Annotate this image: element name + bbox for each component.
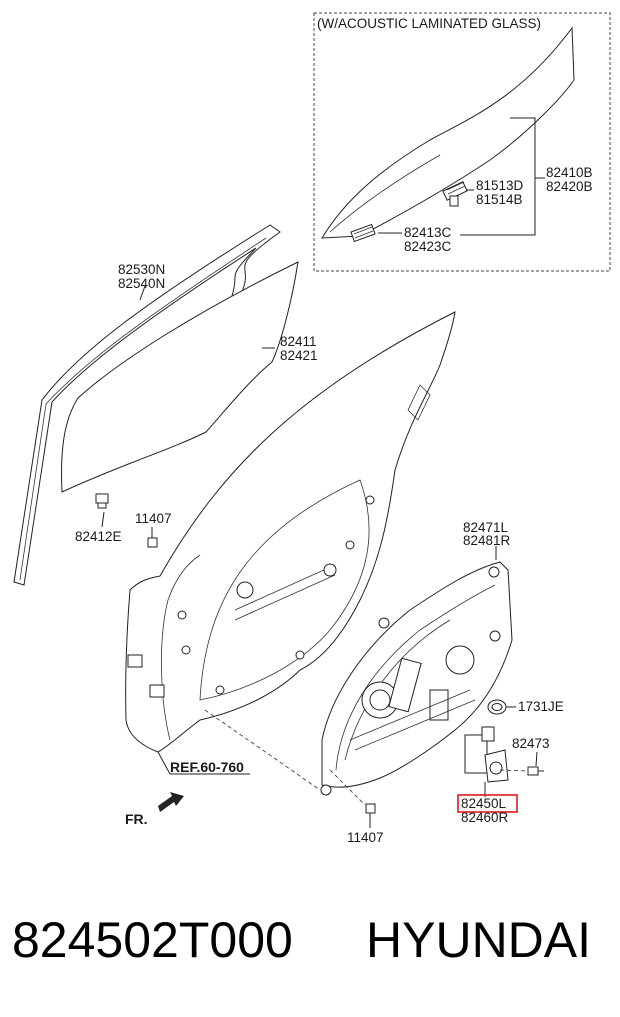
label-82411: 82411 bbox=[280, 334, 317, 349]
label-82421: 82421 bbox=[280, 348, 318, 363]
label-1731JE: 1731JE bbox=[518, 699, 564, 714]
front-arrow-icon bbox=[158, 792, 184, 812]
inset-title: (W/ACOUSTIC LAMINATED GLASS) bbox=[317, 16, 541, 31]
bolt-icon bbox=[147, 534, 158, 548]
label-fr: FR. bbox=[125, 811, 148, 827]
label-82420B: 82420B bbox=[546, 179, 593, 194]
label-81513D: 81513D bbox=[476, 178, 524, 193]
brand-name: HYUNDAI bbox=[366, 912, 592, 968]
label-11407-top: 11407 bbox=[135, 511, 172, 526]
label-82481R: 82481R bbox=[463, 533, 511, 548]
label-82413C: 82413C bbox=[404, 225, 452, 240]
glass-clip-icon bbox=[95, 493, 109, 509]
parts-diagram: (W/ACOUSTIC LAMINATED GLASS) 82410B 8242… bbox=[13, 12, 611, 845]
highlight-box bbox=[457, 794, 518, 813]
label-82412E: 82412E bbox=[75, 529, 122, 544]
door-glass bbox=[61, 261, 299, 493]
grommet-icon bbox=[487, 699, 507, 715]
label-82530N: 82530N bbox=[118, 262, 165, 277]
door-panel bbox=[125, 311, 456, 753]
label-82471L: 82471L bbox=[463, 520, 509, 535]
label-11407-bottom: 11407 bbox=[347, 830, 384, 845]
label-82423C: 82423C bbox=[404, 239, 452, 254]
acoustic-glass-inset: (W/ACOUSTIC LAMINATED GLASS) 82410B 8242… bbox=[313, 12, 611, 272]
regulator-module-panel bbox=[320, 561, 513, 796]
label-81514B: 81514B bbox=[476, 192, 523, 207]
label-82540N: 82540N bbox=[118, 276, 165, 291]
label-82450L: 82450L bbox=[461, 796, 507, 811]
part-number: 824502T000 bbox=[12, 912, 293, 968]
label-82410B: 82410B bbox=[546, 165, 593, 180]
regulator-motor bbox=[464, 726, 509, 783]
clip-icon bbox=[442, 181, 468, 207]
label-82473: 82473 bbox=[512, 736, 550, 751]
label-82460R: 82460R bbox=[461, 810, 509, 825]
clip-icon bbox=[350, 223, 376, 243]
label-ref: REF.60-760 bbox=[170, 759, 244, 775]
bolt-icon bbox=[365, 803, 376, 818]
bolt-icon bbox=[527, 766, 544, 776]
